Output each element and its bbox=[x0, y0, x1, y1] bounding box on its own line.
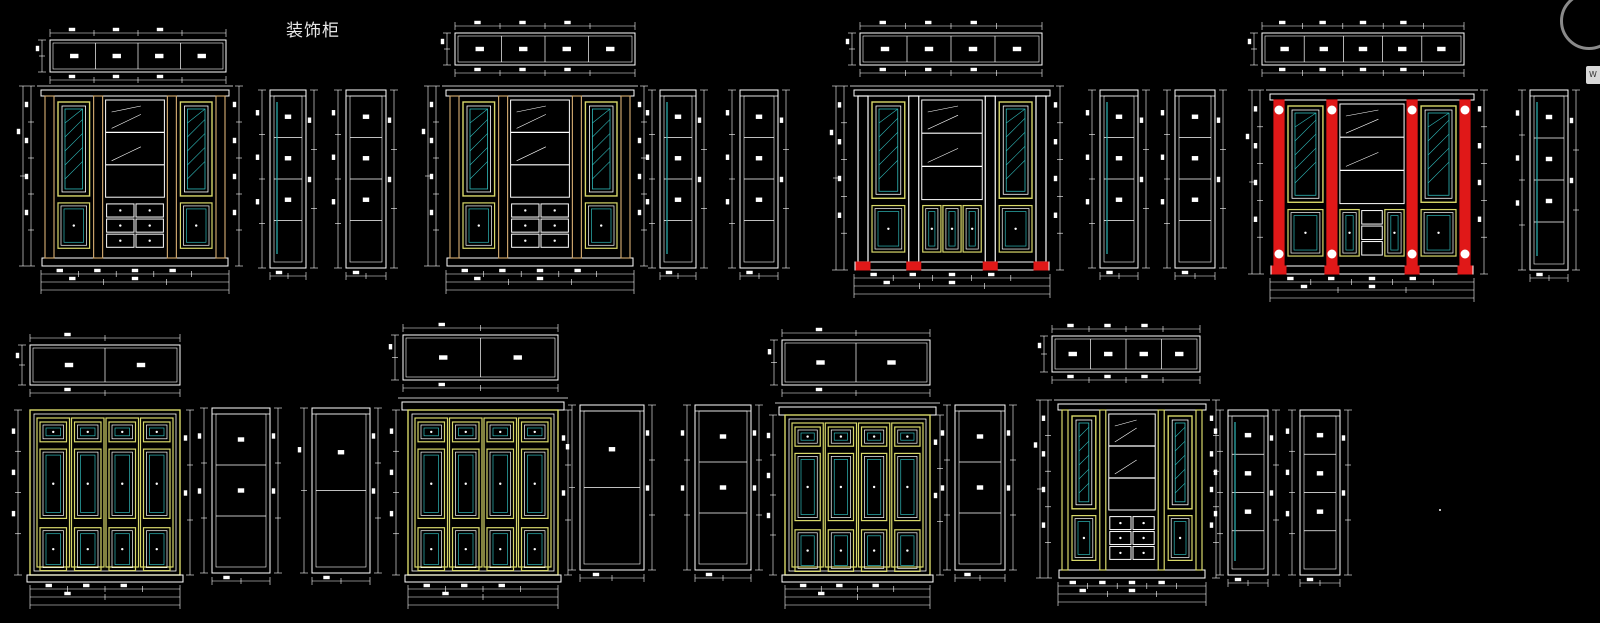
plan-view-5 bbox=[15, 332, 181, 397]
viewcube-icon[interactable] bbox=[1560, 0, 1600, 50]
elevation-8 bbox=[1033, 399, 1220, 606]
side-view-1b bbox=[331, 89, 398, 280]
drawing-title: 装饰柜 bbox=[286, 21, 340, 41]
side-view-5b bbox=[297, 407, 382, 585]
side-view-8a bbox=[1213, 409, 1280, 587]
elevation-3 bbox=[829, 85, 1064, 298]
side-view-2a bbox=[645, 89, 708, 280]
stray-point bbox=[1439, 509, 1441, 511]
side-view-7a bbox=[940, 404, 1017, 582]
side-view-3b bbox=[1160, 89, 1227, 280]
side-view-3a bbox=[1085, 89, 1150, 280]
elevation-1 bbox=[16, 85, 243, 294]
plan-view-3 bbox=[845, 20, 1043, 77]
side-view-6a bbox=[565, 404, 656, 582]
plan-view-8 bbox=[1037, 323, 1201, 384]
elevation-6 bbox=[389, 397, 572, 609]
plan-view-1 bbox=[35, 27, 227, 84]
plan-view-7 bbox=[767, 327, 931, 397]
plan-view-4 bbox=[1247, 20, 1465, 77]
side-view-4a bbox=[1515, 89, 1580, 282]
side-view-5a bbox=[197, 407, 282, 585]
plan-view-6 bbox=[388, 322, 559, 392]
elevation-5 bbox=[11, 409, 194, 609]
side-view-2b bbox=[725, 89, 790, 280]
plan-view-2 bbox=[440, 20, 636, 77]
side-view-8b bbox=[1285, 409, 1352, 587]
elevation-4 bbox=[1245, 89, 1488, 302]
elevation-2 bbox=[421, 85, 648, 294]
side-view-1a bbox=[255, 89, 318, 280]
side-view-6b bbox=[680, 404, 763, 582]
elevation-7 bbox=[766, 402, 944, 609]
side-tab[interactable]: W bbox=[1586, 66, 1600, 84]
